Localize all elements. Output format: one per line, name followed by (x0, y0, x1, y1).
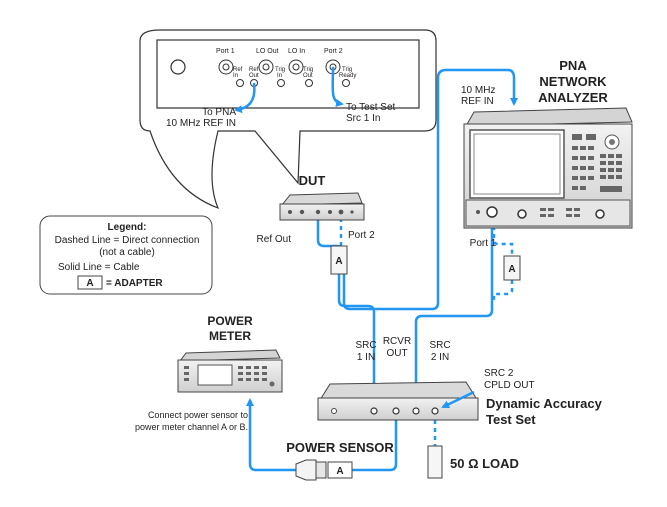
label-ref-in-a: Ref (233, 67, 243, 73)
pna-adapter-label: A (508, 264, 515, 275)
port2-to-src1-cable (337, 274, 378, 412)
src2-cpld-out-connector (431, 407, 439, 415)
test-set-cpld-1: SRC 2 (484, 368, 514, 379)
pna-ref-in-1: 10 MHz (461, 85, 495, 96)
cables (246, 68, 518, 472)
pna-title-1: PNA (559, 58, 587, 73)
label-to-test-set-2: Src 1 In (346, 113, 380, 124)
power-switch (170, 59, 186, 75)
label-to-pna-2: 10 MHz REF IN (166, 118, 236, 129)
test-set-rcvr-1: RCVR (383, 336, 411, 347)
power-meter-display (197, 364, 233, 386)
power-sensor: POWER SENSOR A (286, 440, 394, 481)
legend-title: Legend: (108, 222, 147, 233)
ref-out-cable-arrow (234, 82, 256, 114)
load: 50 Ω LOAD (427, 445, 519, 479)
legend-adapter-box-label: A (86, 278, 93, 289)
rear-panel-callout: Port 1 LO Out LO In Port 2 Ref In Ref Ou… (139, 29, 437, 210)
label-trig-ready-a: Trig (342, 67, 352, 73)
dut-adapter (330, 245, 348, 275)
dut-title: DUT (299, 173, 326, 188)
dut-adapter-label: A (335, 256, 342, 267)
pna-adapter-direct (492, 280, 514, 300)
port2-cable-arrow (331, 66, 344, 107)
rcvr-out-connector (392, 407, 400, 415)
ref-in-connector (236, 79, 244, 87)
port1-to-src2-cable (412, 226, 494, 412)
label-to-test-set-1: To Test Set (346, 102, 396, 113)
legend-box (39, 215, 213, 295)
pna-keypad (572, 134, 622, 192)
rcvr-to-sensor-cable (352, 410, 398, 472)
pna-network-analyzer: PNA NETWORK ANALYZER 10 MHz REF IN (461, 58, 633, 281)
pna-title-3: ANALYZER (538, 90, 608, 105)
load-body (427, 445, 443, 479)
direct-connections (339, 218, 514, 446)
label-lo-out: LO Out (256, 48, 279, 55)
test-set-src2-1: SRC (429, 340, 450, 351)
label-trig-out-a: Trig (303, 67, 313, 73)
dut-port2-label: Port 2 (348, 230, 375, 241)
lo-in-connector (288, 59, 304, 75)
power-meter: POWER METER Connect power sensor to powe… (135, 314, 283, 432)
label-trig-in-a: Trig (275, 67, 285, 73)
trig-ready-connector (342, 79, 350, 87)
sensor-adapter (327, 461, 353, 479)
sensor-to-meter-cable (246, 398, 296, 472)
power-meter-title-2: METER (209, 329, 251, 343)
power-meter-note-1: Connect power sensor to (148, 410, 248, 420)
label-port1: Port 1 (216, 48, 235, 55)
legend-adapter-text: = ADAPTER (106, 278, 163, 289)
power-meter-title-1: POWER (207, 314, 253, 328)
legend-dashed-1: Dashed Line = Direct connection (55, 235, 200, 246)
pna-title-2: NETWORK (539, 74, 607, 89)
test-set-cpld-2: CPLD OUT (484, 380, 535, 391)
label-ref-out-b: Out (249, 73, 259, 79)
label-trig-out-b: Out (303, 73, 313, 79)
pna-port1-label: Port 1 (470, 238, 497, 249)
port1-connector (218, 59, 234, 75)
power-sensor-label: POWER SENSOR (286, 440, 394, 455)
dut-body (279, 203, 365, 221)
ref-cable (316, 68, 518, 311)
test-set-src2-2: 2 IN (431, 352, 449, 363)
power-meter-note-2: power meter channel A or B. (135, 422, 248, 432)
label-trig-in-b: In (277, 73, 282, 79)
cpld-out-pointer (441, 390, 475, 409)
label-to-pna-1: To PNA (202, 107, 236, 118)
pna-screen (469, 129, 565, 199)
label-ref-in-b: In (233, 73, 238, 79)
load-label: 50 Ω LOAD (450, 456, 519, 471)
src1-in-connector (370, 407, 378, 415)
dut-ref-out-label: Ref Out (257, 234, 292, 245)
test-set-title-2: Test Set (486, 412, 536, 427)
trig-in-connector (277, 79, 285, 87)
legend-adapter-box (77, 275, 103, 290)
legend-dashed-2: (not a cable) (99, 247, 155, 258)
dynamic-accuracy-test-set: SRC 1 IN RCVR OUT SRC 2 IN SRC 2 CPLD OU… (317, 336, 603, 427)
pna-adapter (503, 255, 521, 281)
rear-panel (156, 39, 420, 109)
trig-out-connector (305, 79, 313, 87)
test-set-src1-2: 1 IN (357, 352, 375, 363)
pna-port1-direct (492, 226, 514, 256)
legend: Legend: Dashed Line = Direct connection … (39, 215, 213, 295)
label-port2: Port 2 (324, 48, 343, 55)
pna-ref-in-2: REF IN (461, 96, 494, 107)
test-set-src1-1: SRC (355, 340, 376, 351)
legend-solid: Solid Line = Cable (58, 262, 140, 273)
src2-in-connector (412, 407, 420, 415)
label-lo-in: LO In (288, 48, 305, 55)
test-set-rcvr-2: OUT (386, 348, 407, 359)
label-ref-out-a: Ref (249, 67, 259, 73)
label-trig-ready-b: Ready (339, 73, 356, 79)
test-set-title-1: Dynamic Accuracy (486, 396, 603, 411)
sensor-adapter-label: A (336, 466, 343, 477)
dut: DUT Ref Out Port 2 A (257, 173, 375, 275)
lo-out-connector (258, 59, 274, 75)
pna-port1-connector (486, 206, 498, 218)
